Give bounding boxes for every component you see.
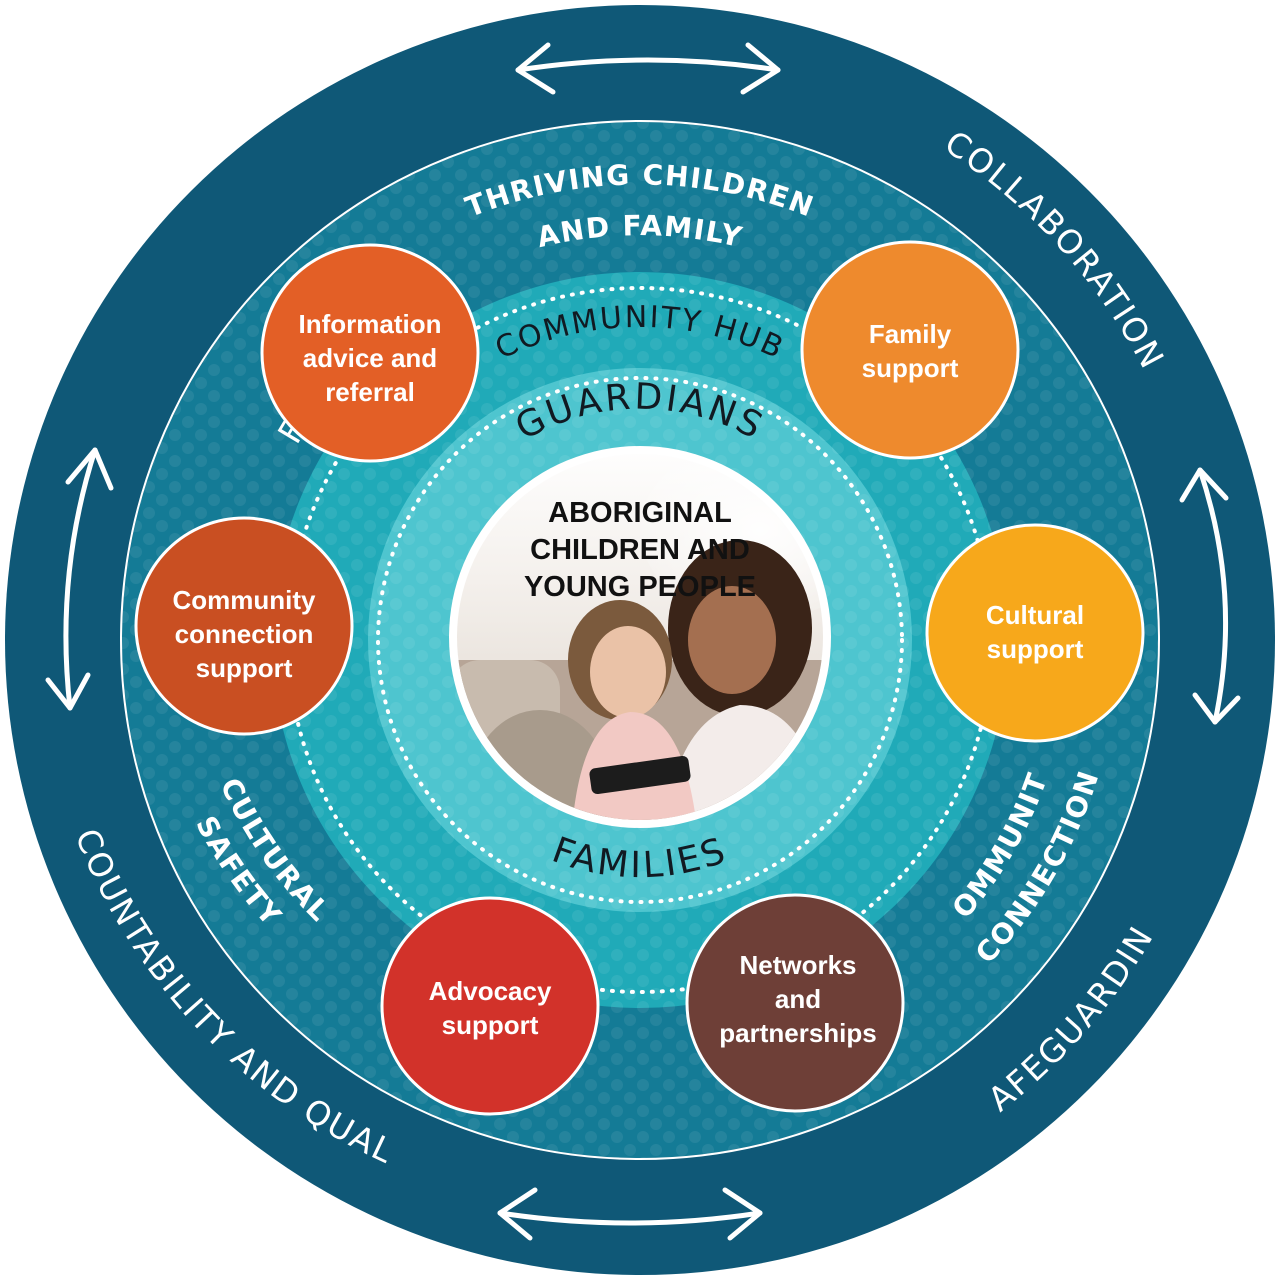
service-label-line: support [442, 1010, 539, 1040]
service-circle [925, 523, 1145, 743]
bottom-double-arrow [497, 1187, 763, 1241]
right-double-arrow [1179, 467, 1241, 725]
service-label-line: support [196, 653, 293, 683]
service-label-line: Information [299, 309, 442, 339]
service-label-line: referral [325, 377, 415, 407]
service-cultural-support: Cultural support [925, 523, 1145, 743]
service-advocacy-support: Advocacy support [380, 896, 600, 1116]
center-label-line2: CHILDREN AND [530, 534, 750, 566]
service-label-line: Advocacy [429, 976, 552, 1006]
center-label-line3: YOUNG PEOPLE [524, 571, 756, 603]
service-information-advice-referral: Information advice and referral [260, 243, 480, 463]
service-label-line: Community [173, 585, 317, 615]
service-label-line: support [987, 634, 1084, 664]
service-label-line: and [775, 984, 821, 1014]
service-label-line: partnerships [719, 1018, 877, 1048]
service-circle [685, 893, 905, 1113]
outcomes-ring-border [120, 120, 1160, 1160]
service-label-line: Cultural [986, 600, 1084, 630]
service-networks-partnerships: Networks and partnerships [685, 893, 905, 1113]
service-family-support: Family support [800, 240, 1020, 460]
service-label-line: support [862, 353, 959, 383]
service-community-connection-support: Community connection support [134, 516, 354, 736]
service-label-line: Networks [739, 950, 856, 980]
center-label-line1: ABORIGINAL [548, 497, 732, 529]
left-double-arrow [45, 447, 114, 711]
center-photo [449, 446, 831, 828]
service-circle [134, 516, 354, 736]
service-circle [380, 896, 600, 1116]
service-circle [800, 240, 1020, 460]
service-circle [260, 243, 480, 463]
guardians-dotted-border [376, 376, 904, 904]
service-label-line: connection [175, 619, 314, 649]
service-label-line: advice and [303, 343, 437, 373]
service-label-line: Family [869, 319, 952, 349]
center-label: ABORIGINAL CHILDREN AND YOUNG PEOPLE [524, 497, 756, 603]
top-double-arrow [515, 42, 781, 95]
